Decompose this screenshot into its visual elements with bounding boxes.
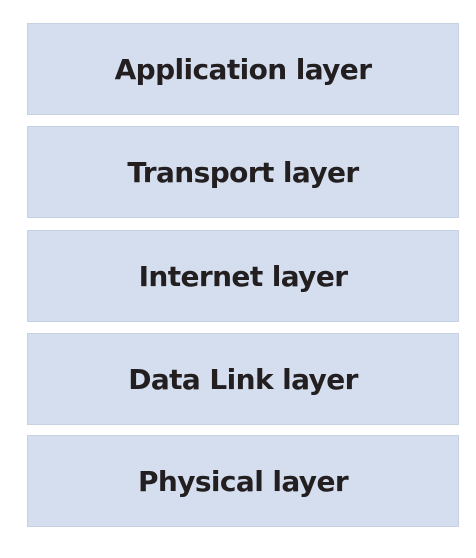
internet-layer-box: Internet layer	[27, 230, 459, 322]
transport-layer-box: Transport layer	[27, 126, 459, 218]
physical-layer-label: Physical layer	[137, 464, 349, 498]
application-layer-box: Application layer	[27, 23, 459, 115]
data-link-layer-box: Data Link layer	[27, 333, 459, 425]
data-link-layer-label: Data Link layer	[128, 362, 358, 396]
internet-layer-label: Internet layer	[138, 259, 348, 293]
physical-layer-box: Physical layer	[27, 435, 459, 527]
application-layer-label: Application layer	[114, 52, 372, 86]
transport-layer-label: Transport layer	[127, 155, 359, 189]
